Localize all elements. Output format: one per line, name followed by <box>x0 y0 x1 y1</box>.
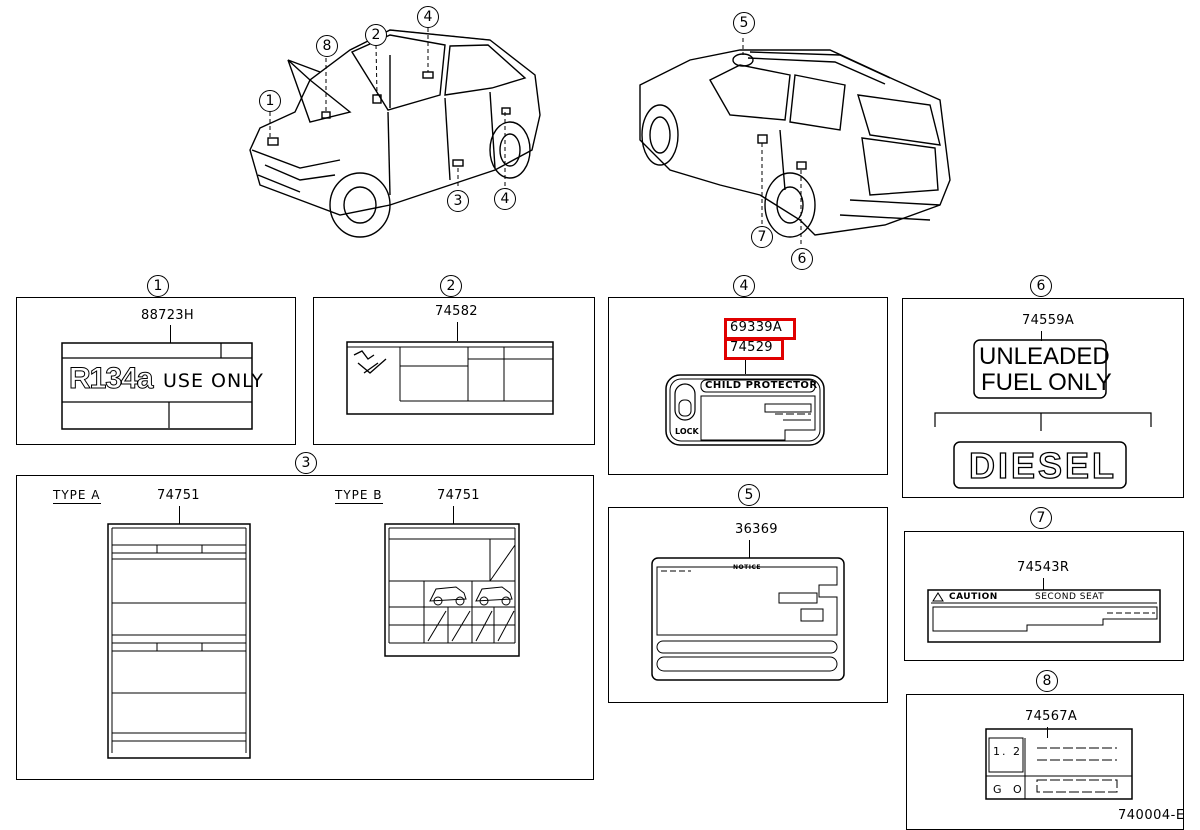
panel-6: 74559A UNLEADED FUEL ONLY DIESEL <box>902 298 1184 498</box>
notice-label-drawing <box>651 557 845 681</box>
unleaded-label-drawing <box>973 339 1107 399</box>
leader-line <box>453 506 455 524</box>
type-a-label: TYPE A <box>53 488 101 504</box>
transfer-label-drawing <box>985 728 1133 800</box>
highlight-box-74529 <box>724 338 784 360</box>
part-number-74567A[interactable]: 74567A <box>1025 709 1078 724</box>
lock-text: LOCK <box>675 427 699 436</box>
leader-line <box>745 360 747 374</box>
fuel-only-text: FUEL ONLY <box>981 369 1112 396</box>
front-callout-2: 2 <box>365 24 387 46</box>
row-1-text: 1. 2 <box>993 745 1022 758</box>
diesel-label-drawing <box>953 441 1127 489</box>
diesel-text: DIESEL <box>968 444 1118 486</box>
rear-callout-6: 6 <box>791 248 813 270</box>
rear-callout-5: 5 <box>733 12 755 34</box>
panel-2-callout: 2 <box>440 275 462 297</box>
part-number-74543R[interactable]: 74543R <box>1017 560 1070 575</box>
child-protector-label-drawing <box>665 374 825 446</box>
panel-2: 74582 <box>313 297 595 445</box>
r134a-label-drawing <box>61 342 253 430</box>
front-vehicle-drawing <box>249 28 541 238</box>
unleaded-text: UNLEADED <box>979 343 1110 370</box>
diagram-code: 740004-E <box>1118 808 1185 823</box>
front-callout-4-bottom: 4 <box>494 188 516 210</box>
notice-text: NOTICE <box>733 564 761 571</box>
leader-line <box>1047 727 1049 738</box>
r134a-text: R134a <box>68 362 153 396</box>
part-number-74559A[interactable]: 74559A <box>1022 313 1075 328</box>
leader-line <box>170 325 172 343</box>
leader-line <box>457 322 459 341</box>
panel-4: 69339A 74529 CHILD PROTECTOR LOCK <box>608 297 888 475</box>
front-callout-8: 8 <box>316 35 338 57</box>
caution-label-drawing <box>927 589 1161 643</box>
row-2-text: G O <box>993 783 1026 796</box>
front-callout-1: 1 <box>259 90 281 112</box>
second-seat-text: SECOND SEAT <box>1035 592 1105 602</box>
type-b-label-drawing <box>384 523 520 657</box>
front-callout-3: 3 <box>447 190 469 212</box>
panel-4-callout: 4 <box>733 275 755 297</box>
panel-8: 74567A 1. 2 G O <box>906 694 1184 830</box>
part-number-74582[interactable]: 74582 <box>435 304 478 319</box>
panel-1: 88723H R134a USE ONLY <box>16 297 296 445</box>
type-a-label-drawing <box>107 523 251 759</box>
type-b-label: TYPE B <box>335 488 383 504</box>
panel-5: 36369 NOTICE <box>608 507 888 703</box>
caution-text: CAUTION <box>949 592 998 602</box>
panel-3: TYPE A 74751 TYPE B 74751 <box>16 475 594 780</box>
leader-line <box>749 540 751 558</box>
panel-7-callout: 7 <box>1030 507 1052 529</box>
part-number-74529[interactable]: 74529 <box>730 340 773 355</box>
panel-7: 74543R CAUTION SECOND SEAT <box>904 531 1184 661</box>
part-number-36369[interactable]: 36369 <box>735 522 778 537</box>
part-number-74751-type-a[interactable]: 74751 <box>157 488 200 503</box>
panel-6-callout: 6 <box>1030 275 1052 297</box>
use-only-text: USE ONLY <box>163 370 264 392</box>
rear-callout-7: 7 <box>751 226 773 248</box>
part-number-74751-type-b[interactable]: 74751 <box>437 488 480 503</box>
panel-5-callout: 5 <box>738 484 760 506</box>
leader-line <box>1043 578 1045 590</box>
jack-label-drawing <box>346 341 554 415</box>
alternative-bracket <box>934 412 1152 431</box>
child-protector-text: CHILD PROTECTOR <box>705 380 818 391</box>
rear-vehicle-drawing <box>639 38 951 245</box>
panel-1-callout: 1 <box>147 275 169 297</box>
leader-line <box>179 506 181 524</box>
panel-8-callout: 8 <box>1036 670 1058 692</box>
leader-line <box>1041 331 1043 341</box>
part-number-69339A[interactable]: 69339A <box>730 320 783 335</box>
part-number-88723H[interactable]: 88723H <box>141 308 194 323</box>
panel-3-callout: 3 <box>295 452 317 474</box>
front-callout-4-top: 4 <box>417 6 439 28</box>
